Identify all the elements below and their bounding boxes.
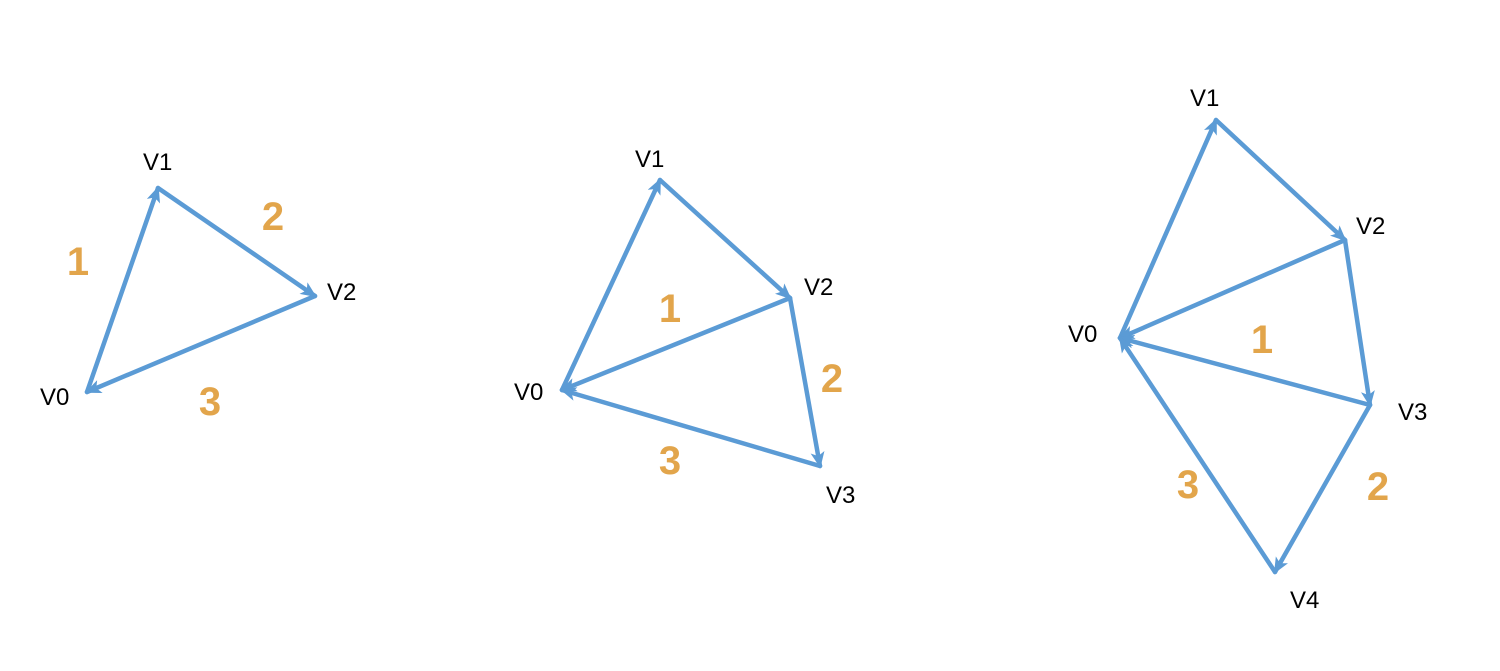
edge-arrow-v2-v3	[1342, 237, 1375, 408]
vertex-label-v2: V2	[1356, 213, 1385, 240]
edge-arrow-v2-v0	[559, 295, 793, 393]
order-number-2: 2	[262, 195, 284, 239]
edge-arrow-v2-v0	[84, 293, 318, 395]
order-number-3: 3	[659, 439, 681, 483]
edge-arrow-v1-v2	[1213, 117, 1348, 243]
vertex-label-v4: V4	[1290, 587, 1319, 614]
order-number-1: 1	[67, 240, 89, 284]
vertex-label-v1: V1	[143, 149, 172, 176]
edge-arrow-v4-v0	[1117, 335, 1278, 575]
edge-arrow-v3-v4	[1272, 402, 1373, 575]
edge-arrow-v0-v1	[559, 177, 663, 393]
order-number-2: 2	[1367, 465, 1389, 509]
edge-arrow-v0-v1	[84, 185, 161, 395]
order-number-3: 3	[199, 380, 221, 424]
vertex-label-v2: V2	[327, 279, 356, 306]
order-number-1: 1	[1251, 318, 1273, 362]
edge-arrow-v1-v2	[657, 177, 793, 301]
vertex-label-v3: V3	[1398, 399, 1427, 426]
edge-arrow-v2-v0	[1117, 237, 1348, 341]
order-number-2: 2	[821, 357, 843, 401]
order-number-3: 3	[1177, 463, 1199, 507]
edge-arrow-v0-v1	[1117, 117, 1219, 341]
edge-arrow-v1-v2	[155, 185, 318, 299]
vertex-label-v1: V1	[635, 146, 664, 173]
edge-arrow-v3-v0	[559, 387, 823, 469]
vertex-label-v2: V2	[804, 274, 833, 301]
vertex-label-v3: V3	[826, 482, 855, 509]
edge-arrow-v2-v3	[787, 295, 825, 469]
vertex-label-v0: V0	[40, 384, 69, 411]
vertex-label-v1: V1	[1190, 85, 1219, 112]
vertex-label-v0: V0	[514, 379, 543, 406]
vertex-label-v0: V0	[1068, 321, 1097, 348]
edge-arrow-v3-v0	[1117, 334, 1373, 408]
order-number-1: 1	[659, 287, 681, 331]
